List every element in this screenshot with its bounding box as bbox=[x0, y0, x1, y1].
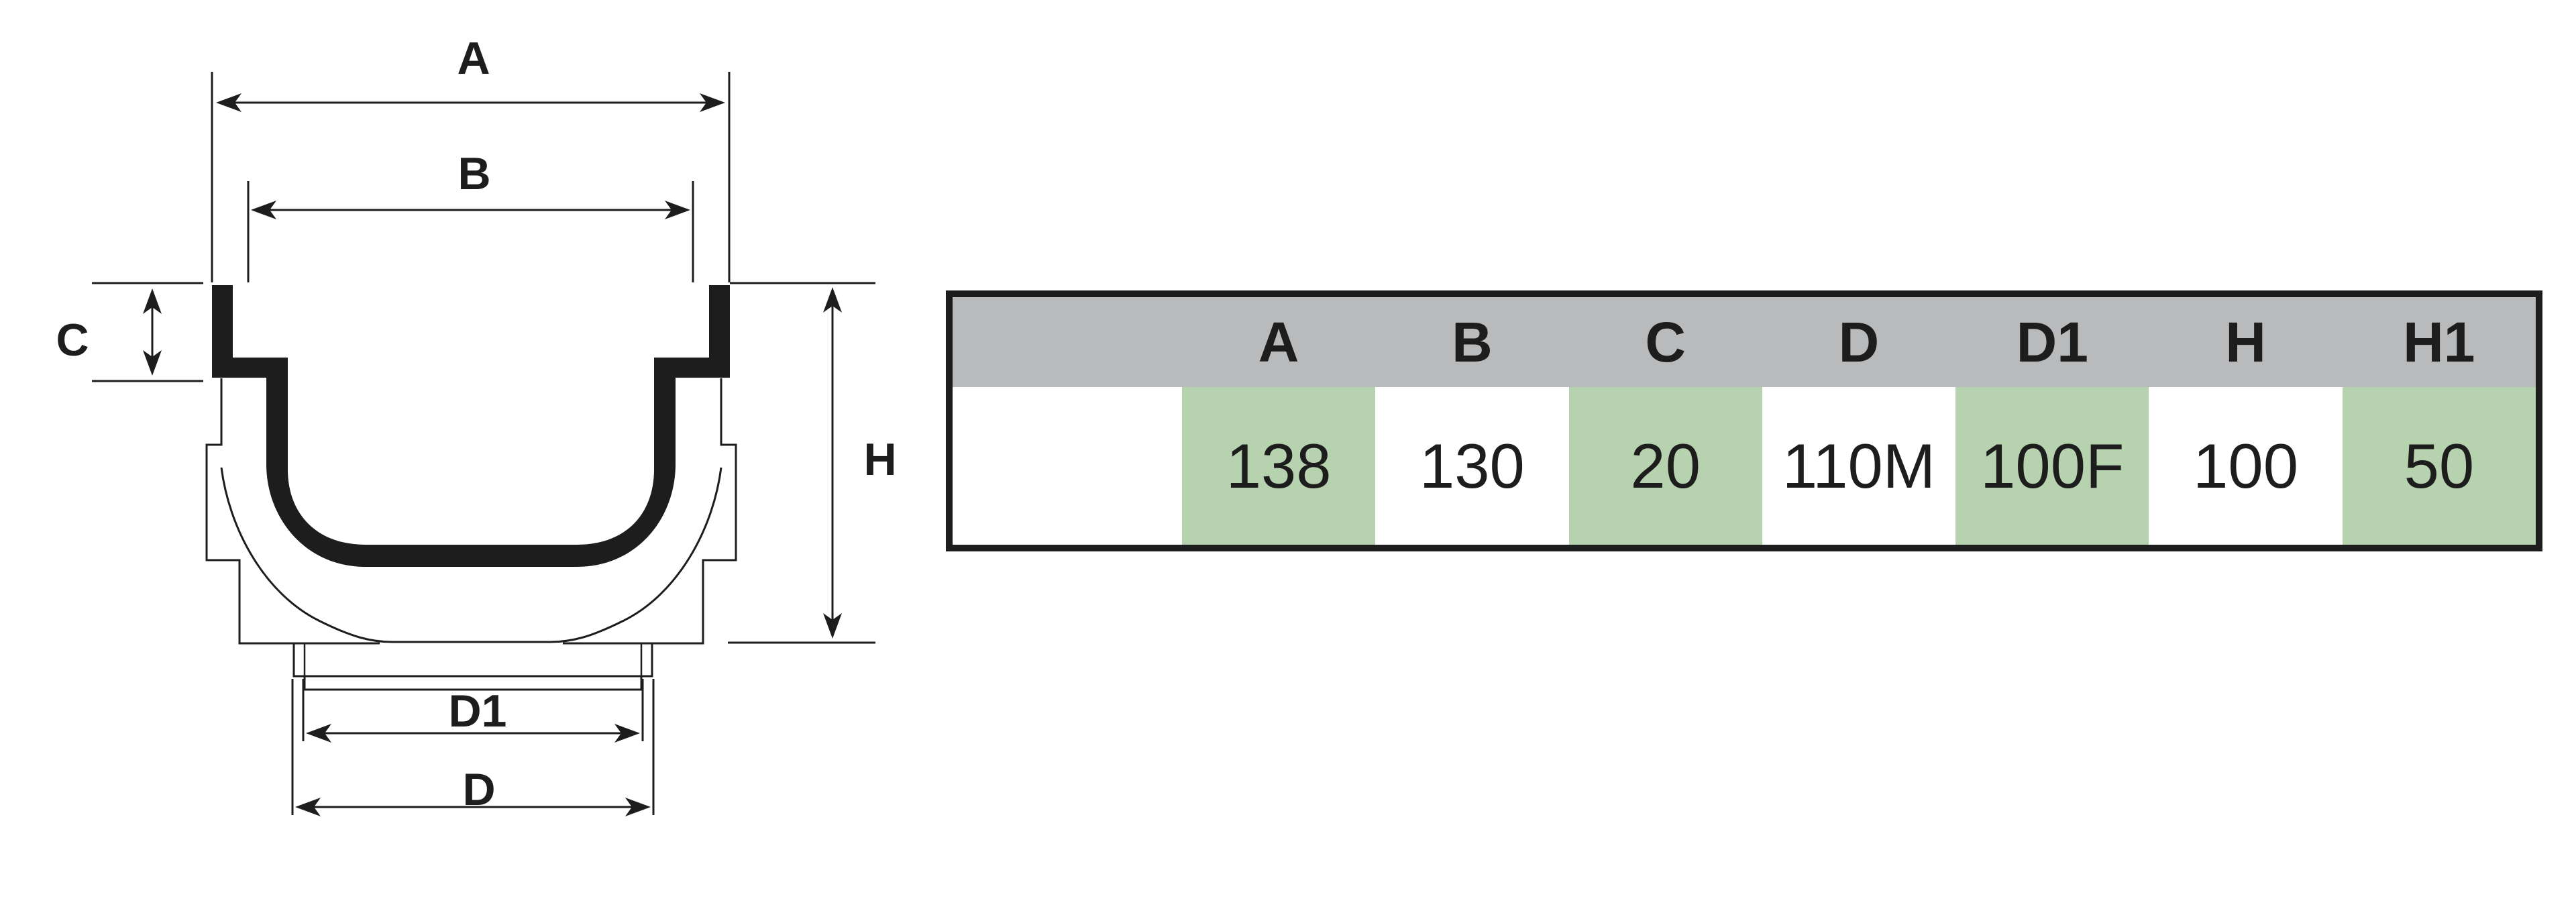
dimension-a bbox=[211, 72, 731, 282]
dim-d-arrowhead-right bbox=[625, 798, 651, 816]
spigot-inner-sleeve bbox=[303, 676, 643, 691]
channel-cross-section-drawing: A B C H bbox=[56, 33, 897, 816]
dim-label-h: H bbox=[863, 434, 896, 485]
header-cell-blank bbox=[953, 297, 1182, 387]
channel-body-outline bbox=[205, 378, 737, 691]
channel-liner bbox=[212, 285, 730, 567]
dim-label-a: A bbox=[457, 33, 490, 84]
header-cell-d: D bbox=[1838, 310, 1880, 374]
dimensions-table: A B C D D1 H H1 138 130 20 110M 100F 100… bbox=[946, 290, 2542, 551]
header-cell-d1: D1 bbox=[2016, 310, 2088, 374]
value-cell-b: 130 bbox=[1419, 430, 1525, 501]
header-cell-c: C bbox=[1645, 310, 1686, 374]
dimension-c bbox=[92, 282, 203, 382]
dimension-d1 bbox=[302, 679, 644, 743]
dim-label-d: D bbox=[462, 764, 495, 815]
value-cell-c: 20 bbox=[1568, 387, 1762, 545]
table-value-row: 138 130 20 110M 100F 100 50 bbox=[953, 387, 2536, 545]
dimension-d bbox=[291, 679, 655, 816]
header-cell-a: A bbox=[1258, 310, 1299, 374]
dim-b-arrowhead-right bbox=[665, 201, 690, 219]
dim-d-arrowhead-left bbox=[295, 798, 321, 816]
value-cell-h: 100 bbox=[2193, 430, 2298, 501]
body-underside-curve bbox=[220, 467, 722, 643]
dim-d1-arrowhead-left bbox=[306, 724, 331, 743]
header-cell-b: B bbox=[1452, 310, 1493, 374]
dim-h-arrowhead-down bbox=[823, 613, 842, 639]
dim-d1-arrowhead-right bbox=[614, 724, 640, 743]
header-cell-h1: H1 bbox=[2403, 310, 2475, 374]
dim-label-b: B bbox=[458, 148, 490, 199]
spigot-outer bbox=[292, 643, 653, 678]
body-left-profile bbox=[205, 378, 380, 645]
dim-label-d1: D1 bbox=[449, 686, 507, 737]
dim-c-arrowhead-down bbox=[143, 350, 162, 376]
value-cell-a: 138 bbox=[1182, 387, 1376, 545]
value-cell-d: 110M bbox=[1782, 430, 1936, 501]
dim-label-c: C bbox=[56, 315, 89, 366]
body-right-profile bbox=[563, 378, 737, 645]
value-cell-blank bbox=[953, 387, 1182, 545]
dim-c-arrowhead-up bbox=[143, 288, 162, 314]
value-cell-h1: 50 bbox=[2342, 387, 2536, 545]
dim-a-arrowhead-right bbox=[700, 93, 725, 112]
dimension-b bbox=[247, 181, 694, 282]
value-cell-d1: 100F bbox=[1955, 387, 2149, 545]
dim-a-arrowhead-left bbox=[216, 93, 241, 112]
dim-b-arrowhead-left bbox=[251, 201, 276, 219]
dim-h-arrowhead-up bbox=[823, 287, 842, 313]
table-header-row: A B C D D1 H H1 bbox=[953, 297, 2536, 387]
header-cell-h: H bbox=[2225, 310, 2266, 374]
dimension-h bbox=[728, 282, 875, 644]
